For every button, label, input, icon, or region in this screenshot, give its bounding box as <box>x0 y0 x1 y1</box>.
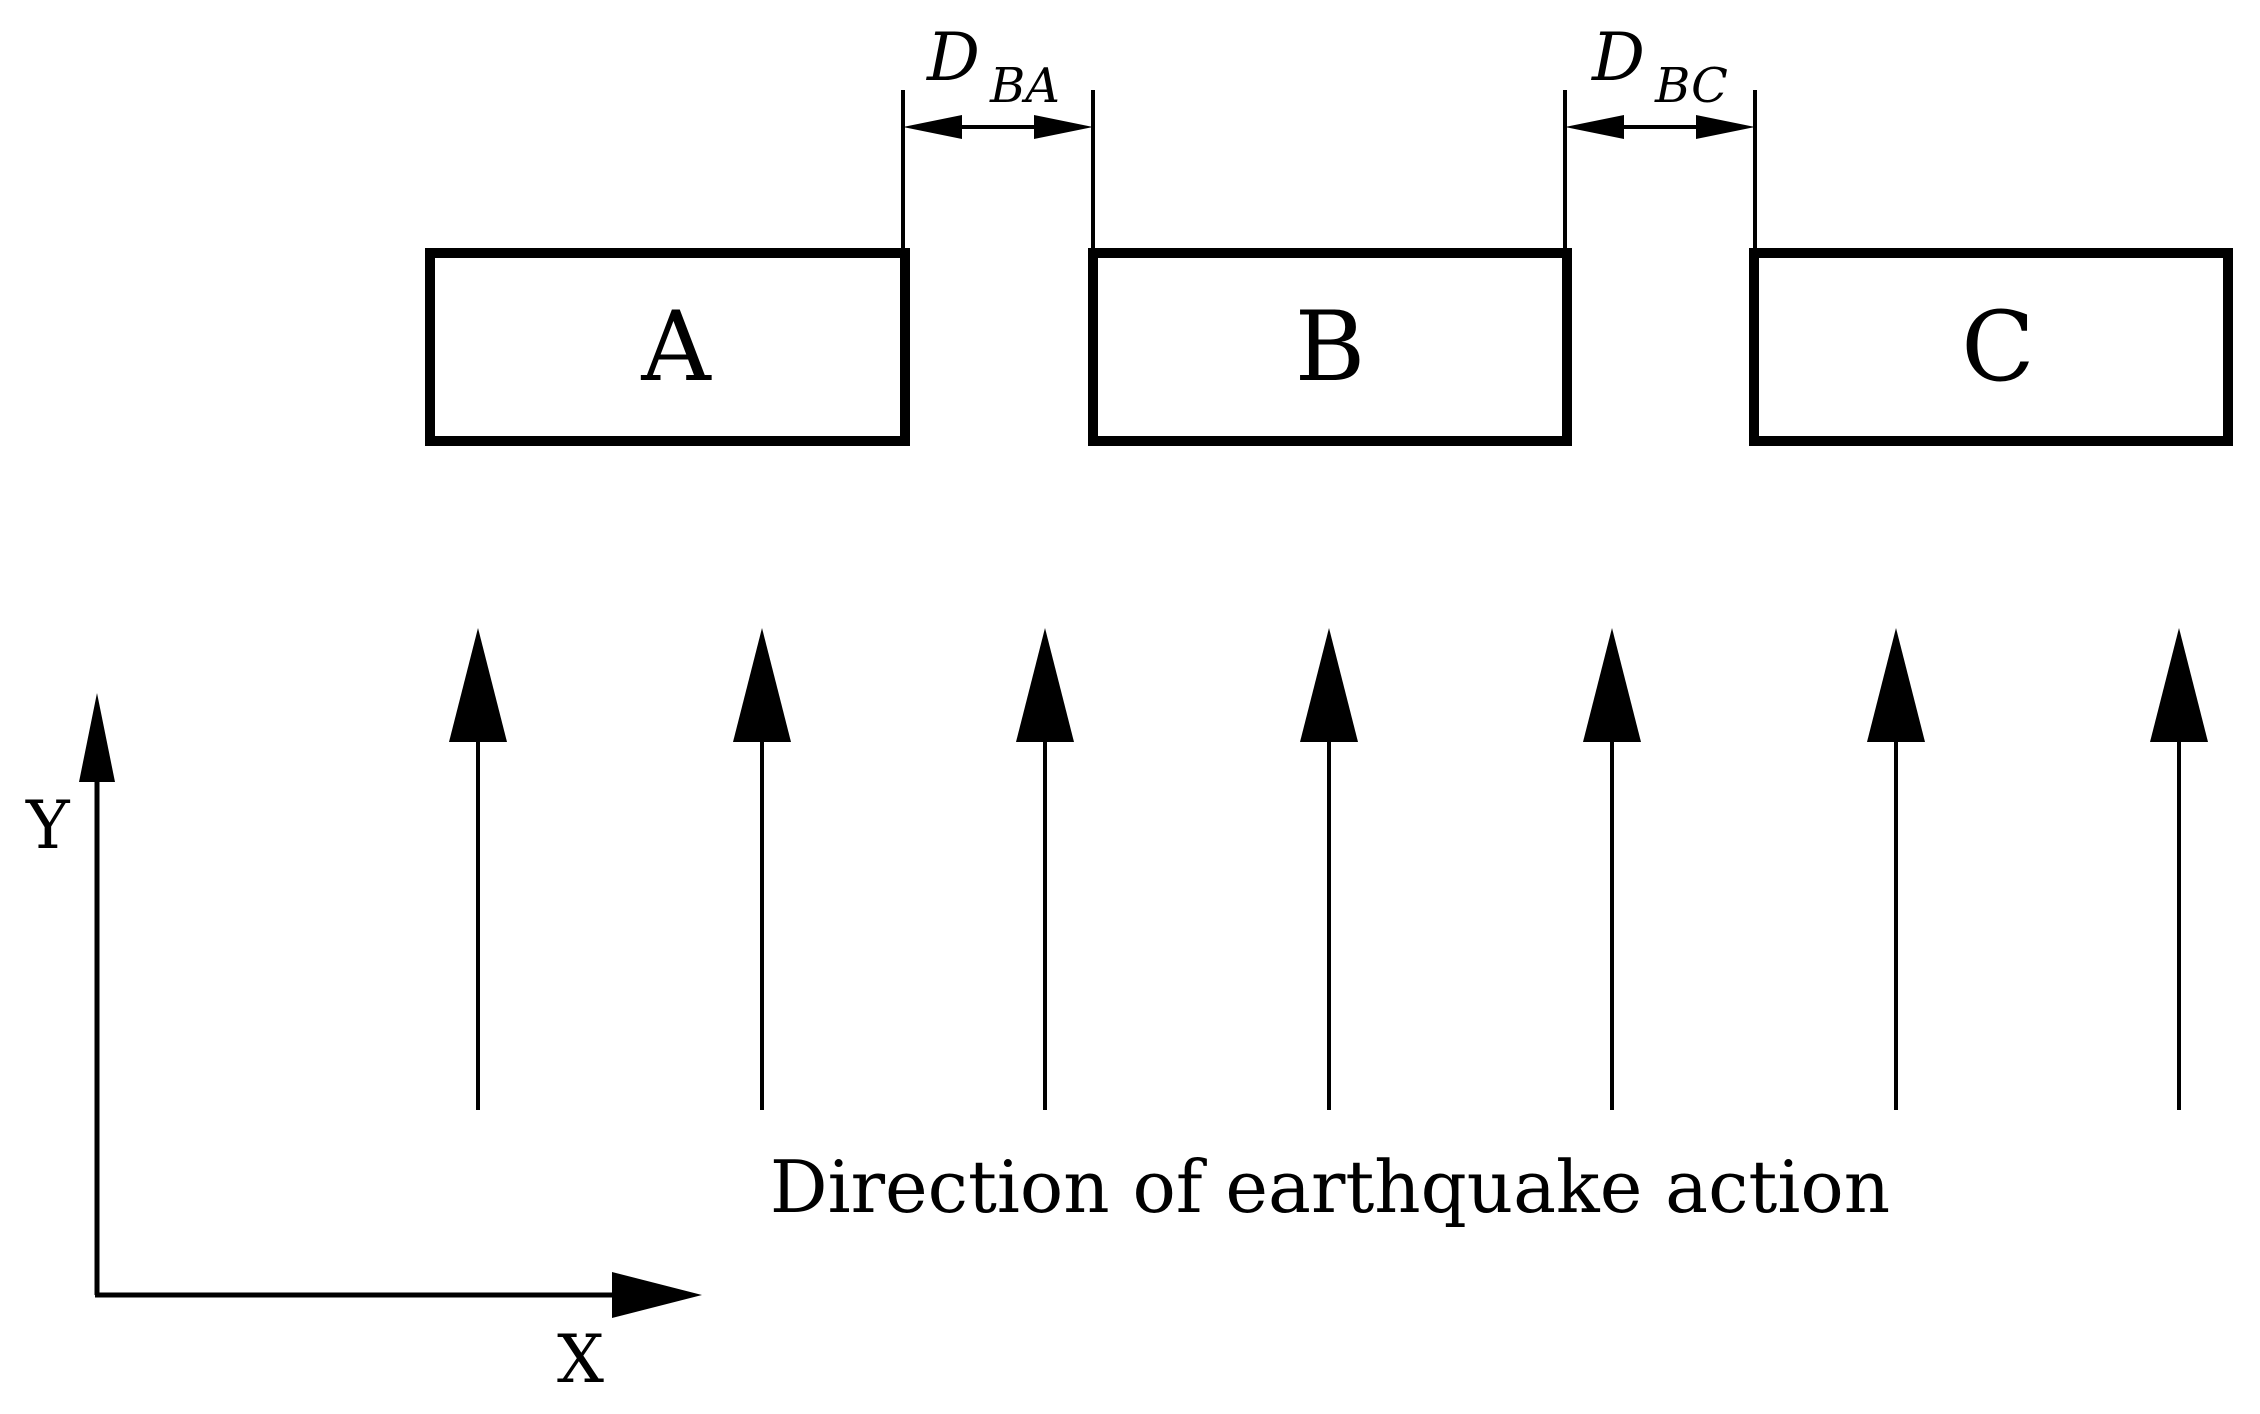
gap-dimension-bc: D BC <box>1563 19 1757 248</box>
earthquake-arrow-icon <box>1867 628 1925 1110</box>
building-a: A <box>425 248 910 446</box>
gap-ba-symbol: D <box>926 19 980 96</box>
coordinate-axes: Y X <box>25 693 702 1398</box>
building-b: B <box>1088 248 1572 446</box>
earthquake-arrow-icon <box>1300 628 1358 1110</box>
building-c-label: C <box>1961 291 2034 403</box>
earthquake-arrow-icon <box>449 628 507 1110</box>
earthquake-arrow-icon <box>2150 628 2208 1110</box>
gap-bc-subscript: BC <box>1654 58 1728 114</box>
building-c: C <box>1749 248 2233 446</box>
earthquake-arrow-icon <box>1583 628 1641 1110</box>
gap-bc-symbol: D <box>1591 19 1645 96</box>
x-axis-label: X <box>557 1321 604 1398</box>
building-a-label: A <box>640 291 712 403</box>
earthquake-arrow-icon <box>733 628 791 1110</box>
y-axis-label: Y <box>25 787 71 864</box>
x-axis-arrow-icon <box>612 1272 702 1318</box>
gap-ba-subscript: BA <box>989 58 1060 114</box>
gap-dimension-ba: D BA <box>901 19 1095 248</box>
y-axis-arrow-icon <box>79 693 115 782</box>
earthquake-arrow-icon <box>1016 628 1074 1110</box>
building-b-label: B <box>1295 291 1366 403</box>
earthquake-arrows <box>449 628 2208 1110</box>
earthquake-direction-caption: Direction of earthquake action <box>770 1145 1890 1229</box>
